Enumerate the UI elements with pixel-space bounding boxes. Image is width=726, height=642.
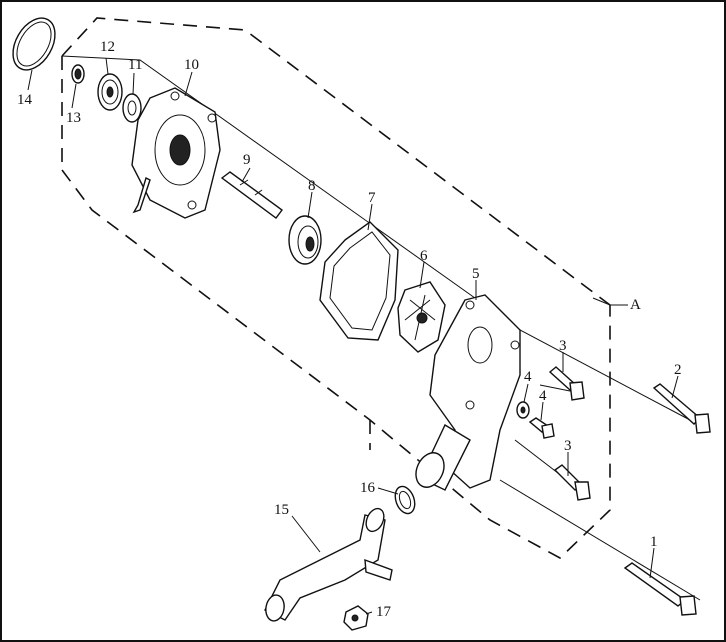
part-7-impeller bbox=[397, 281, 446, 353]
callout-12: 11 bbox=[128, 57, 142, 73]
part-1-long-bolt bbox=[623, 562, 697, 616]
callout-leaders bbox=[27, 57, 679, 615]
part-8-gasket bbox=[319, 221, 399, 341]
callout-3-upper: 3 bbox=[559, 338, 567, 354]
part-18-nut bbox=[343, 605, 369, 631]
view-marker-a: A bbox=[630, 297, 641, 313]
part-6-pump-body bbox=[415, 294, 521, 491]
part-4-bolt bbox=[528, 417, 555, 439]
callout-2: 2 bbox=[674, 362, 682, 378]
callout-18: 17 bbox=[376, 604, 392, 620]
part-12-washer bbox=[122, 93, 142, 123]
callout-17: 16 bbox=[360, 480, 376, 496]
callout-16: 15 bbox=[274, 502, 289, 518]
part-13-bearing bbox=[97, 73, 123, 111]
callout-5: 4 bbox=[524, 369, 532, 385]
callout-11: 10 bbox=[184, 57, 199, 73]
part-17-o-ring bbox=[394, 485, 416, 515]
part-9-mechanical-seal bbox=[288, 215, 322, 265]
assembly-boundary bbox=[61, 17, 611, 559]
callout-15: 14 bbox=[17, 92, 33, 108]
callout-6: 5 bbox=[472, 266, 480, 282]
part-16-coolant-pipe bbox=[264, 507, 393, 622]
callout-13: 12 bbox=[100, 39, 115, 55]
part-3-bolt-lower bbox=[553, 464, 591, 501]
part-10-shaft bbox=[220, 171, 283, 219]
callout-labels: 14 13 12 11 10 9 8 7 6 5 4 4 3 3 2 1 16 … bbox=[17, 39, 682, 620]
part-2-long-bolt bbox=[652, 383, 711, 434]
part-3-bolt-upper bbox=[548, 366, 585, 401]
callout-9: 8 bbox=[308, 178, 316, 194]
part-14-seal bbox=[71, 64, 85, 84]
callout-3-lower: 3 bbox=[564, 438, 572, 454]
callout-10: 9 bbox=[243, 152, 251, 168]
callout-1: 1 bbox=[650, 534, 658, 550]
part-5-washer bbox=[516, 401, 530, 419]
part-15-o-ring bbox=[12, 17, 56, 71]
callout-7: 6 bbox=[420, 248, 428, 264]
callout-8: 7 bbox=[368, 190, 376, 206]
callout-14: 13 bbox=[66, 110, 81, 126]
part-11-housing-cover bbox=[131, 87, 221, 219]
callout-4: 4 bbox=[539, 388, 547, 404]
